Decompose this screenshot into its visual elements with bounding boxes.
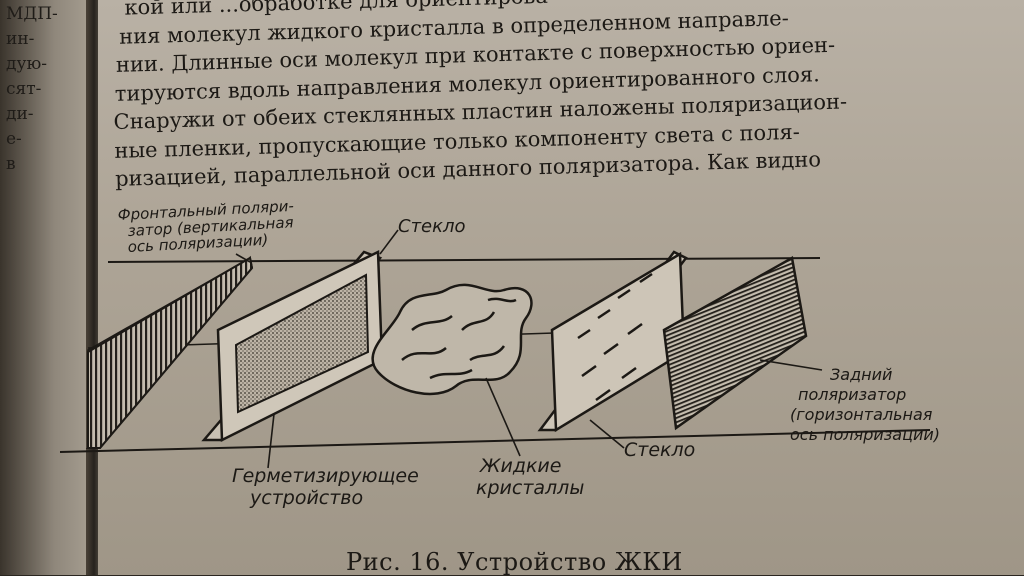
right-page	[98, 0, 1024, 575]
sealing-label-line1: Герметизирующее	[232, 465, 419, 487]
liquid-crystals-label-line2: кристаллы	[476, 477, 584, 499]
margin-fragment: ин-	[6, 29, 35, 49]
margin-fragment: МДП-	[6, 4, 58, 24]
sealing-label-line2: устройство	[249, 487, 363, 509]
liquid-crystals-label-line1: Жидкие	[479, 455, 561, 477]
diagram-labels: Фронтальный поляри- затор (вертикальная …	[117, 197, 940, 509]
leader-lines	[235, 229, 823, 469]
rear-polarizer-label-line2: поляризатор	[798, 385, 906, 404]
margin-fragment: в	[6, 154, 16, 174]
rear-polarizer-label-line3: (горизонтальная	[790, 405, 933, 424]
margin-fragment: сят-	[6, 79, 42, 99]
rear-polarizer-label-line4: ось поляризации)	[790, 425, 940, 444]
liquid-crystal-blob	[371, 283, 533, 396]
figure-caption: Рис. 16. Устройство ЖКИ	[346, 548, 683, 576]
margin-fragment: ди-	[6, 104, 34, 124]
left-page: МДП- ин- дую- сят- ди- е- в	[0, 0, 90, 575]
margin-fragment: дую-	[6, 54, 48, 74]
glass-top-label: Стекло	[398, 216, 466, 237]
rear-polarizer-label-line1: Задний	[830, 365, 892, 384]
left-margin-text: МДП- ин- дую- сят- ди- е- в	[6, 2, 58, 177]
margin-fragment: е-	[6, 129, 22, 149]
front-polarizer	[85, 255, 254, 449]
glass-bottom-label: Стекло	[624, 439, 695, 461]
rear-polarizer	[662, 256, 808, 431]
